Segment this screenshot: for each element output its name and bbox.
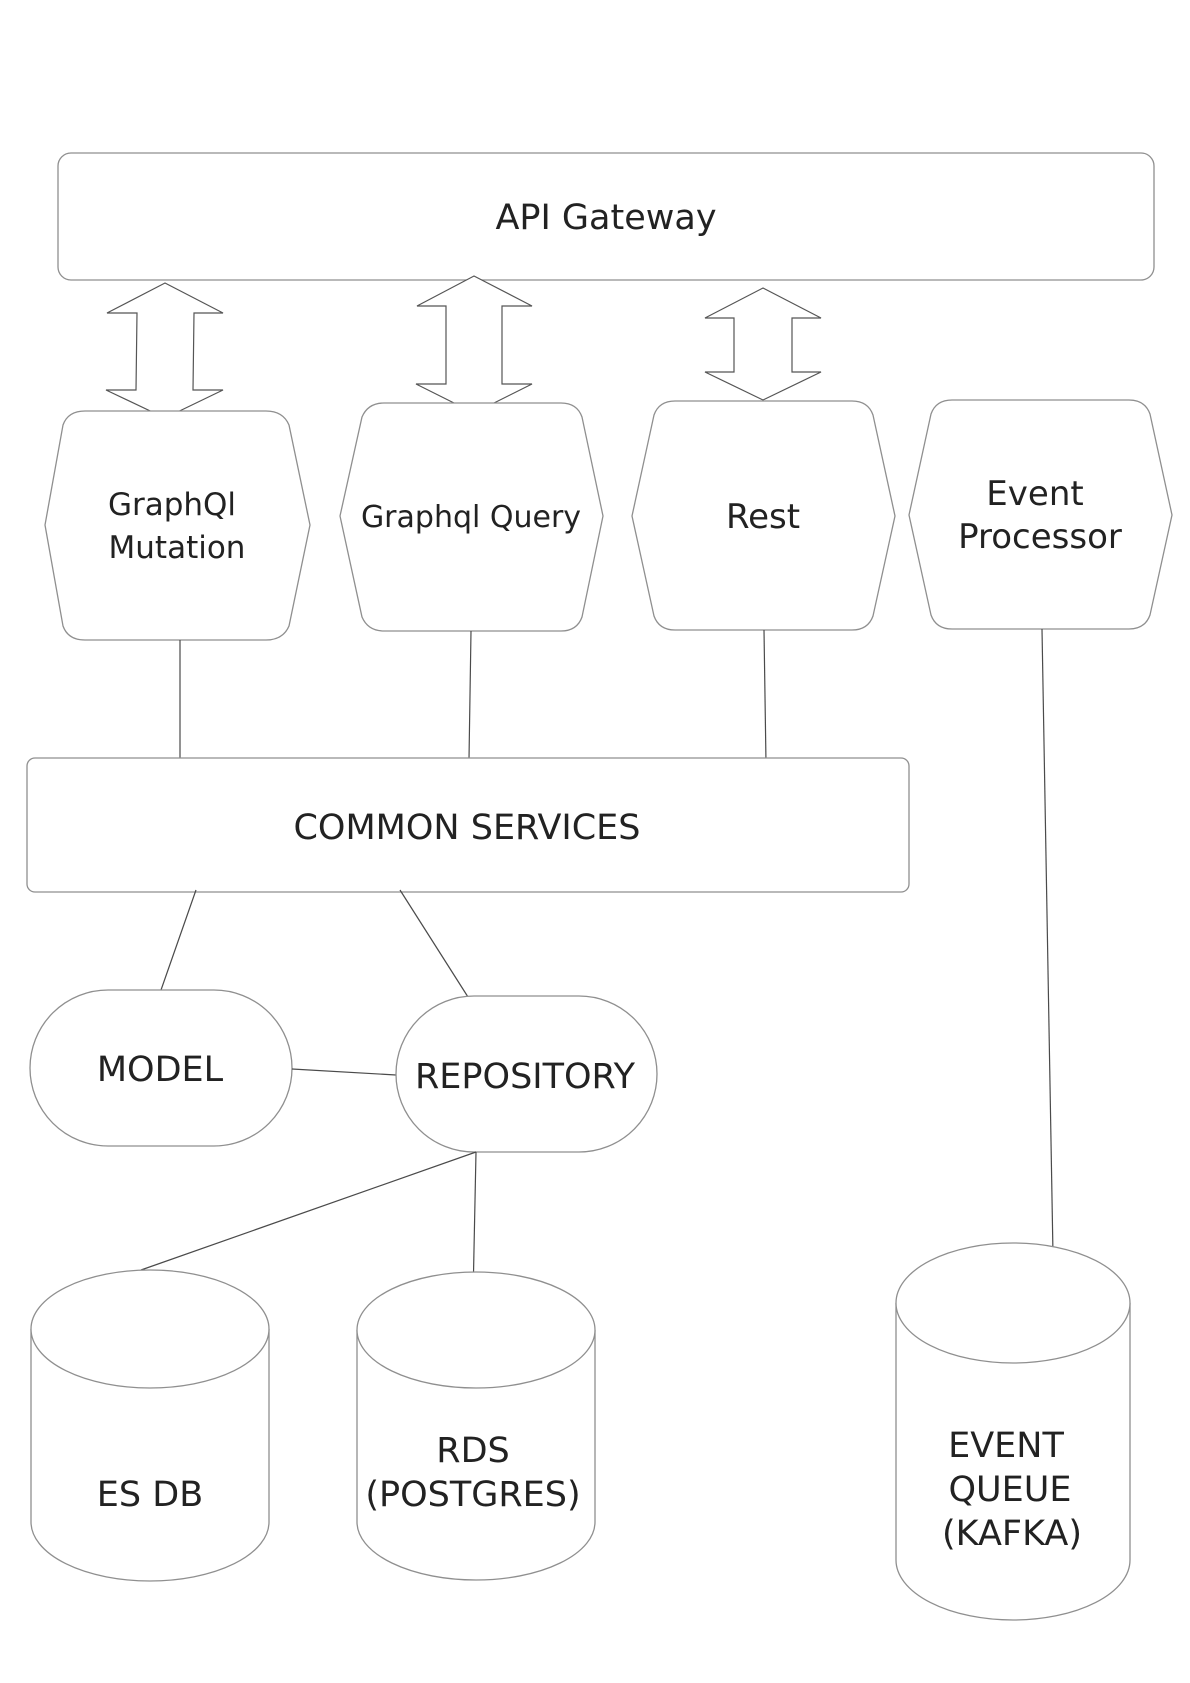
query-gateway-double-arrow xyxy=(415,275,533,414)
event-processor-label-line1: Event xyxy=(986,474,1083,514)
event-processor-node: Event Processor xyxy=(908,399,1173,630)
common-services-to-model-line xyxy=(160,889,197,991)
event-queue-label-line2: QUEUE xyxy=(948,1470,1071,1510)
rest-gateway-double-arrow xyxy=(704,287,822,401)
repository-to-es-db-line xyxy=(140,1151,477,1271)
rds-cylinder: RDS (POSTGRES) xyxy=(356,1271,596,1581)
repository-node: REPOSITORY xyxy=(395,995,658,1153)
es-db-cylinder: ES DB xyxy=(30,1269,270,1582)
graphql-mutation-label-line2: Mutation xyxy=(109,530,246,566)
common-services-node: COMMON SERVICES xyxy=(26,757,910,893)
rest-to-common-services-line xyxy=(763,629,767,764)
graphql-mutation-label-line1: GraphQl xyxy=(108,487,236,523)
query-to-common-services-line xyxy=(468,630,472,760)
mutation-gateway-double-arrow xyxy=(105,282,224,419)
graphql-mutation-node: GraphQl Mutation xyxy=(44,410,311,641)
common-services-to-repository-line xyxy=(399,889,469,998)
event-queue-label-line3: (KAFKA) xyxy=(942,1514,1082,1554)
event-processor-label-line2: Processor xyxy=(958,517,1122,557)
rest-label: Rest xyxy=(726,497,800,537)
rest-node: Rest xyxy=(631,400,896,631)
api-gateway-node: API Gateway xyxy=(57,152,1155,281)
rds-label-line2: (POSTGRES) xyxy=(365,1475,580,1515)
event-processor-to-event-queue-line xyxy=(1041,628,1054,1256)
es-db-label: ES DB xyxy=(97,1475,203,1515)
rds-label-line1: RDS xyxy=(436,1431,510,1471)
common-services-label: COMMON SERVICES xyxy=(293,808,640,848)
graphql-query-node: Graphql Query xyxy=(339,402,604,632)
graphql-query-label: Graphql Query xyxy=(361,500,581,535)
model-node: MODEL xyxy=(29,989,293,1147)
model-to-repository-line xyxy=(291,1068,397,1076)
repository-label: REPOSITORY xyxy=(415,1057,636,1097)
model-label: MODEL xyxy=(97,1050,224,1090)
api-gateway-label: API Gateway xyxy=(495,198,716,238)
event-queue-label-line1: EVENT xyxy=(948,1426,1064,1466)
event-queue-cylinder: EVENT QUEUE (KAFKA) xyxy=(895,1242,1131,1621)
